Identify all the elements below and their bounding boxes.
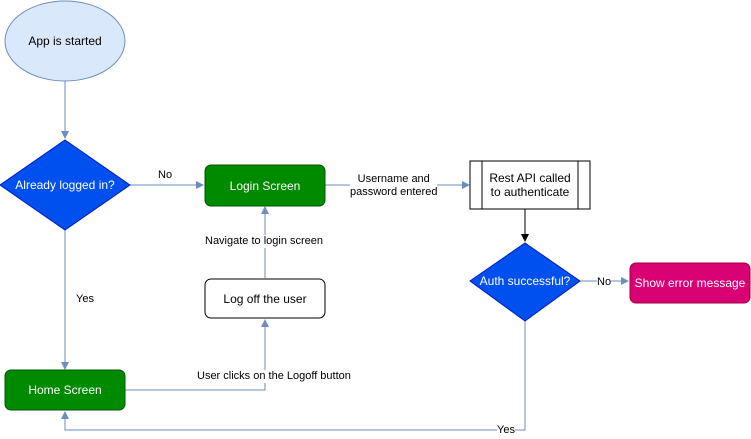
- start-node-shape: [4, 0, 126, 82]
- edge-label-username: Username and password entered: [350, 173, 438, 199]
- edge-home-to-logoff: [125, 319, 269, 391]
- api-node-label: Rest API called to authenticate: [489, 171, 571, 199]
- error-node-shape: [629, 262, 751, 304]
- login-node-shape: [204, 164, 326, 207]
- api-node-shape: [469, 160, 591, 210]
- logoff-node-label: Log off the user: [223, 291, 307, 306]
- start-node-label: App is started: [28, 34, 102, 48]
- login-node-label: Login Screen: [229, 178, 301, 193]
- edge-label-no-auth: No: [597, 276, 612, 289]
- edge-label-yes-logged: Yes: [76, 293, 94, 306]
- decision-logged-label: Already logged in?: [15, 178, 115, 192]
- edge-label-navigate: Navigate to login screen: [205, 235, 324, 248]
- home-node-shape: [4, 369, 126, 411]
- edge-label-no-logged: No: [158, 169, 173, 182]
- edge-label-logoff-click: User clicks on the Logoff button: [197, 370, 351, 383]
- edge-label-yes-auth: Yes: [497, 424, 515, 437]
- decision-auth-shape: [469, 242, 581, 322]
- edge-auth-to-home: [61, 321, 526, 431]
- logoff-node-shape: [204, 278, 326, 319]
- decision-logged-shape: [0, 139, 131, 231]
- error-node-label: Show error message: [634, 276, 746, 290]
- decision-auth-label: Auth successful?: [479, 274, 571, 288]
- home-node-label: Home Screen: [28, 383, 102, 397]
